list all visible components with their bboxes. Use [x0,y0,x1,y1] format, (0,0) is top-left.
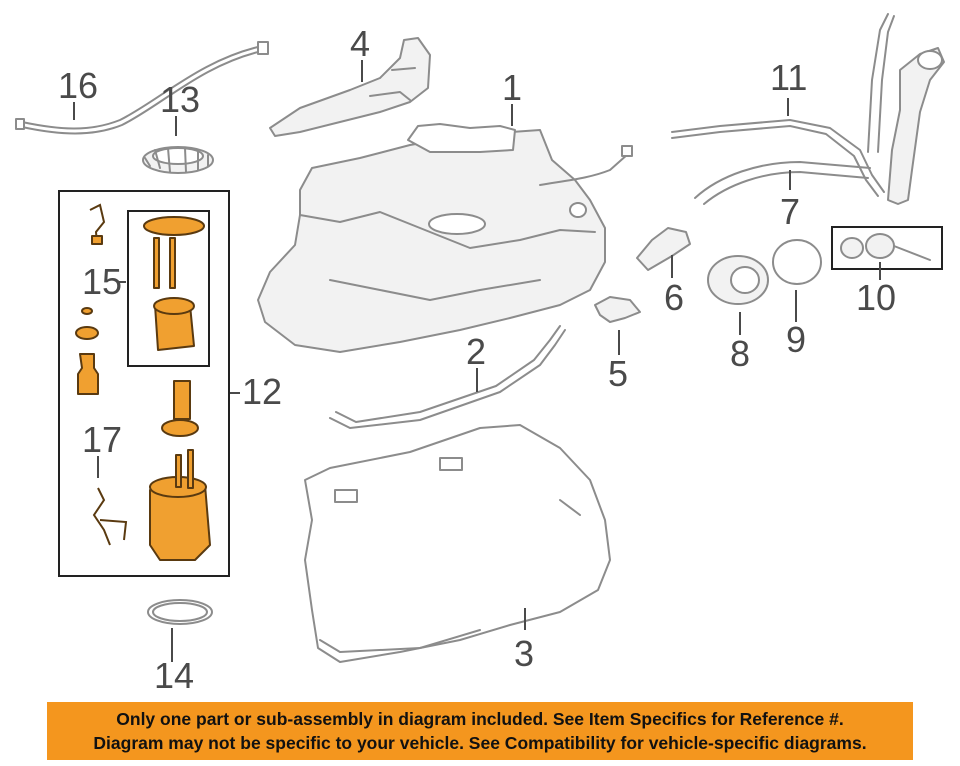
part-5-bracket [594,296,641,323]
part-11-filler-neck [671,13,945,205]
part-10-cap [831,226,943,270]
part-16-vent-hose [15,41,269,135]
label-15: 15 [82,261,122,302]
part-number-labels: 16 13 4 1 11 7 6 8 9 10 5 2 3 15 12 17 1… [58,23,896,696]
label-6: 6 [664,277,684,318]
label-4: 4 [350,23,370,64]
part-4-heat-shield [269,37,431,137]
disclaimer-line-2: Diagram may not be specific to your vehi… [93,733,867,753]
label-9: 9 [786,319,806,360]
disclaimer-line-1: Only one part or sub-assembly in diagram… [116,709,844,729]
label-8: 8 [730,333,750,374]
part-6-valve [636,227,691,271]
part-3-under-shield [304,424,611,663]
assembly-12-box [58,190,230,577]
label-12: 12 [242,371,282,412]
fuel-pump-module-highlight [75,203,211,561]
part-7-hose [694,161,871,205]
label-14: 14 [154,655,194,696]
leader-lines [73,60,881,662]
label-16: 16 [58,65,98,106]
disclaimer-banner: Only one part or sub-assembly in diagram… [47,702,913,760]
part-2-tank-strap [329,325,566,429]
label-17: 17 [82,419,122,460]
part-13-lock-ring [142,146,214,174]
label-7: 7 [780,191,800,232]
part-8-cover [707,255,769,305]
label-11: 11 [770,57,807,98]
part-1-fuel-tank [257,123,633,353]
label-13: 13 [160,79,200,120]
part-14-seal-ring [147,599,213,625]
label-5: 5 [608,353,628,394]
label-10: 10 [856,277,896,318]
label-3: 3 [514,633,534,674]
label-2: 2 [466,331,486,372]
label-1: 1 [502,67,522,108]
part-9-gasket [772,239,822,285]
